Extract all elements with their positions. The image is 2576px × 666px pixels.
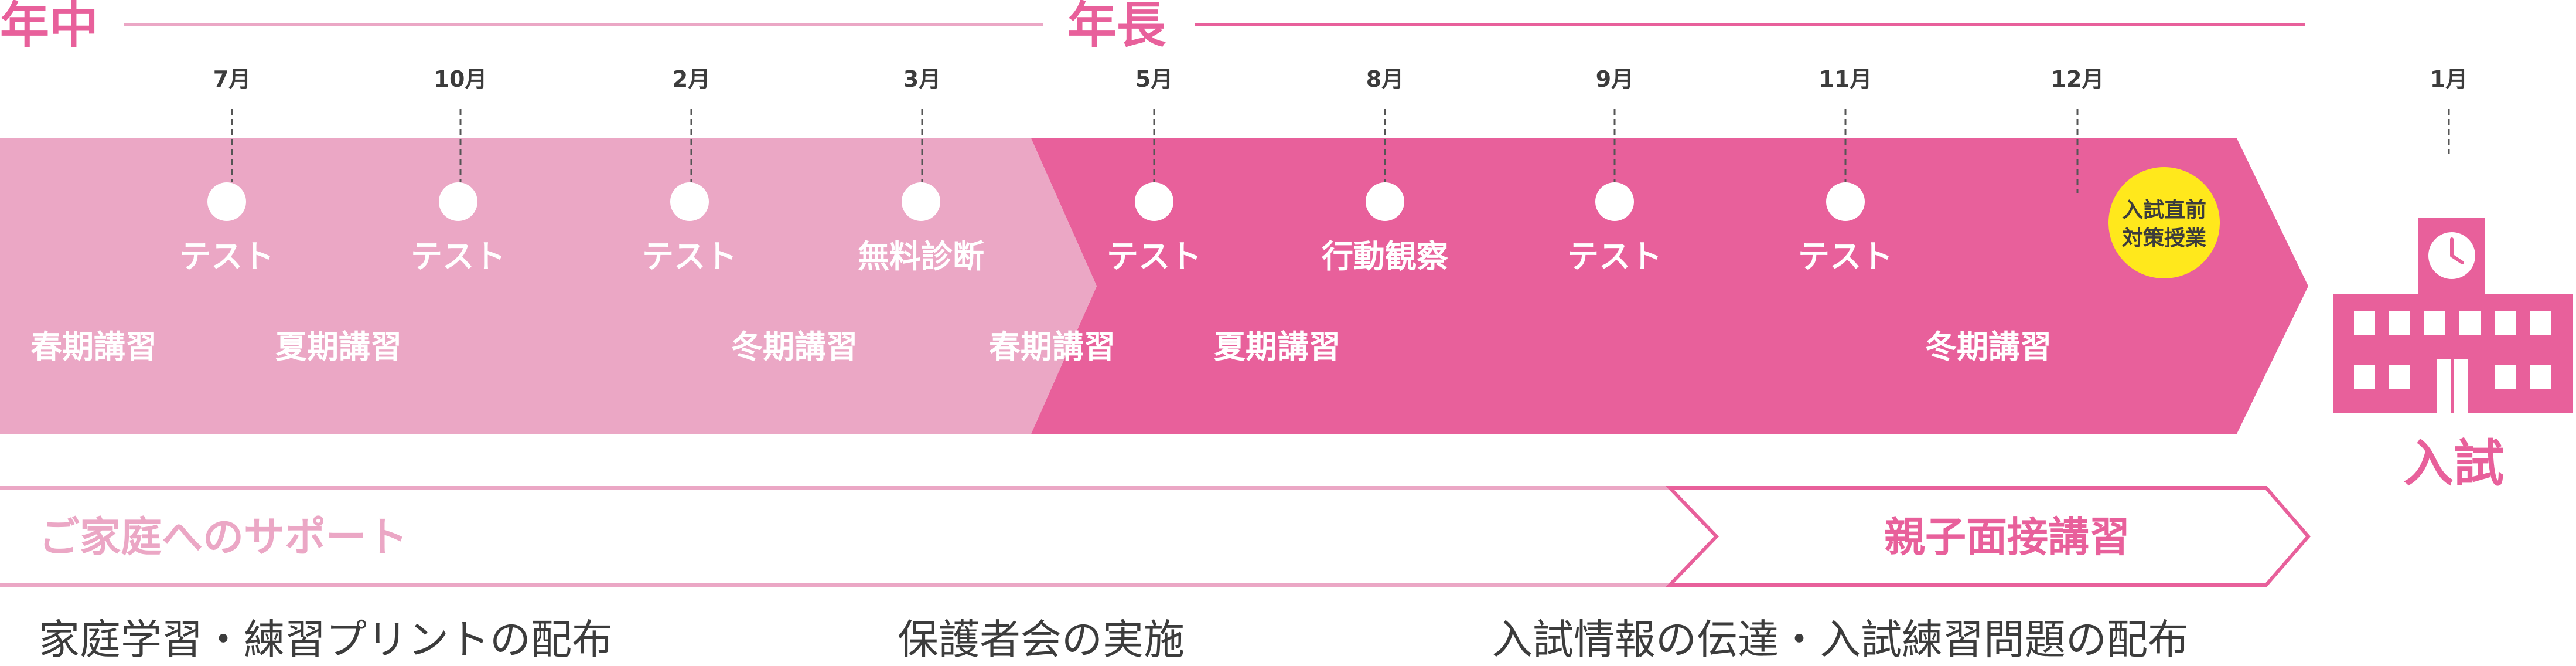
pre-exam-lesson-badge: 入試直前 対策授業 <box>2108 167 2220 278</box>
support-label: ご家庭へのサポート <box>39 513 408 561</box>
event-label: 無料診断 <box>858 238 984 275</box>
pre-exam-badge-line2: 対策授業 <box>2122 226 2206 250</box>
month-label: 10月 <box>434 66 487 92</box>
pre-exam-badge-circle <box>2108 167 2220 278</box>
event-dot <box>1135 182 1173 221</box>
month-label: 7月 <box>213 66 251 92</box>
event-dots <box>207 182 1865 221</box>
pre-exam-badge-line1: 入試直前 <box>2122 198 2206 222</box>
course-label: 夏期講習 <box>275 328 402 365</box>
course-label: 冬期講習 <box>731 328 858 365</box>
event-label: テスト <box>1107 238 1202 275</box>
course-label: 春期講習 <box>30 328 157 365</box>
event-labels: テスト テスト テスト 無料診断 テスト 行動観察 テスト テスト <box>179 238 1893 275</box>
event-dot <box>670 182 709 221</box>
school-building-icon <box>2333 218 2573 413</box>
month-label: 1月 <box>2430 66 2468 92</box>
event-label: テスト <box>411 238 506 275</box>
exam-label: 入試 <box>2403 434 2504 493</box>
event-dot <box>439 182 477 221</box>
interview-label: 親子面接講習 <box>1884 513 2130 561</box>
month-labels: 7月 10月 2月 3月 5月 8月 9月 11月 12月 1月 <box>213 66 2468 92</box>
month-label: 2月 <box>673 66 710 92</box>
phase-nencho-label: 年長 <box>1067 0 1166 54</box>
month-tick-lines <box>231 109 2450 193</box>
phase-nenchu-label: 年中 <box>0 0 98 54</box>
nencho-band-arrow <box>1031 138 2308 434</box>
month-label: 5月 <box>1135 66 1173 92</box>
event-dot <box>1595 182 1634 221</box>
bottom-item-home-study: 家庭学習・練習プリントの配布 <box>39 616 613 664</box>
event-dot <box>207 182 246 221</box>
interview-arrow-outline <box>1665 486 2311 587</box>
event-dot <box>902 182 940 221</box>
bottom-item-parent-meeting: 保護者会の実施 <box>898 616 1185 664</box>
month-label: 11月 <box>1819 66 1872 92</box>
nenchu-band-arrow <box>0 138 1097 434</box>
clock-hand-minute <box>2450 254 2464 264</box>
event-label: テスト <box>179 238 274 275</box>
school-windows <box>2354 311 2551 389</box>
event-dot <box>1366 182 1404 221</box>
event-dot <box>1826 182 1865 221</box>
event-label: テスト <box>642 238 737 275</box>
bottom-item-exam-info: 入試情報の伝達・入試練習問題の配布 <box>1492 616 2189 664</box>
event-label: 行動観察 <box>1322 238 1448 275</box>
month-label: 3月 <box>903 66 941 92</box>
course-label: 冬期講習 <box>1925 328 2052 365</box>
month-label: 8月 <box>1366 66 1404 92</box>
month-label: 12月 <box>2051 66 2104 92</box>
course-labels: 春期講習 夏期講習 冬期講習 春期講習 夏期講習 冬期講習 <box>30 328 2052 365</box>
event-label: テスト <box>1567 238 1662 275</box>
course-label: 春期講習 <box>989 328 1115 365</box>
month-label: 9月 <box>1596 66 1633 92</box>
event-label: テスト <box>1798 238 1893 275</box>
course-label: 夏期講習 <box>1214 328 1340 365</box>
